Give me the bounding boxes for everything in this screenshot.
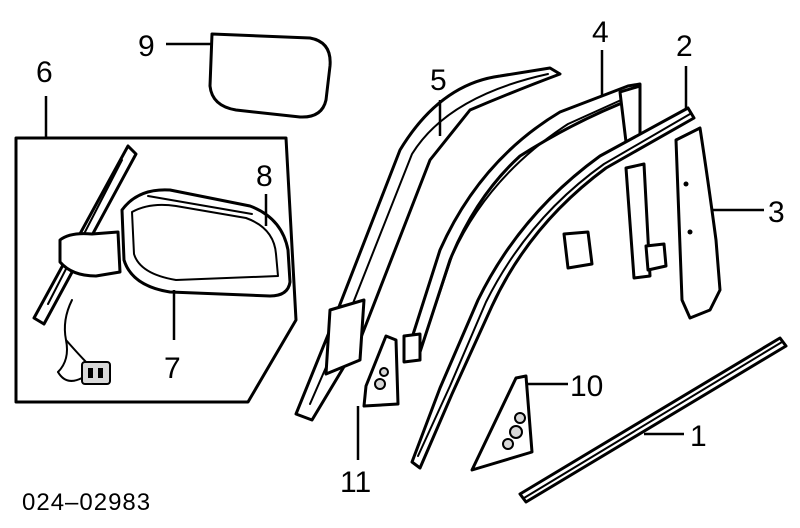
part-6-mirror-assembly — [14, 96, 298, 404]
part-3-vertical-trim — [674, 126, 764, 320]
reference-number: 024–02983 — [22, 489, 151, 516]
callout-6: 6 — [36, 56, 53, 89]
callout-1: 1 — [690, 420, 707, 453]
part-9-mirror-glass — [166, 32, 332, 119]
callout-2: 2 — [676, 30, 693, 63]
callout-10: 10 — [570, 370, 603, 403]
callout-5: 5 — [430, 64, 447, 97]
callout-11: 11 — [340, 466, 371, 499]
callout-3: 3 — [768, 196, 785, 229]
part-11-corner-bracket — [356, 334, 400, 460]
callout-4: 4 — [592, 16, 609, 49]
part-10-corner-piece — [470, 374, 568, 472]
part-2-outer-seal — [410, 66, 696, 470]
callout-8: 8 — [256, 160, 273, 193]
callout-7: 7 — [164, 352, 181, 385]
part-4-guide-rail — [402, 50, 642, 364]
part-5-window-channel — [294, 66, 562, 422]
part-1-sill-strip — [518, 336, 788, 504]
inner-channel-pieces — [562, 162, 668, 280]
callout-9: 9 — [138, 30, 155, 63]
